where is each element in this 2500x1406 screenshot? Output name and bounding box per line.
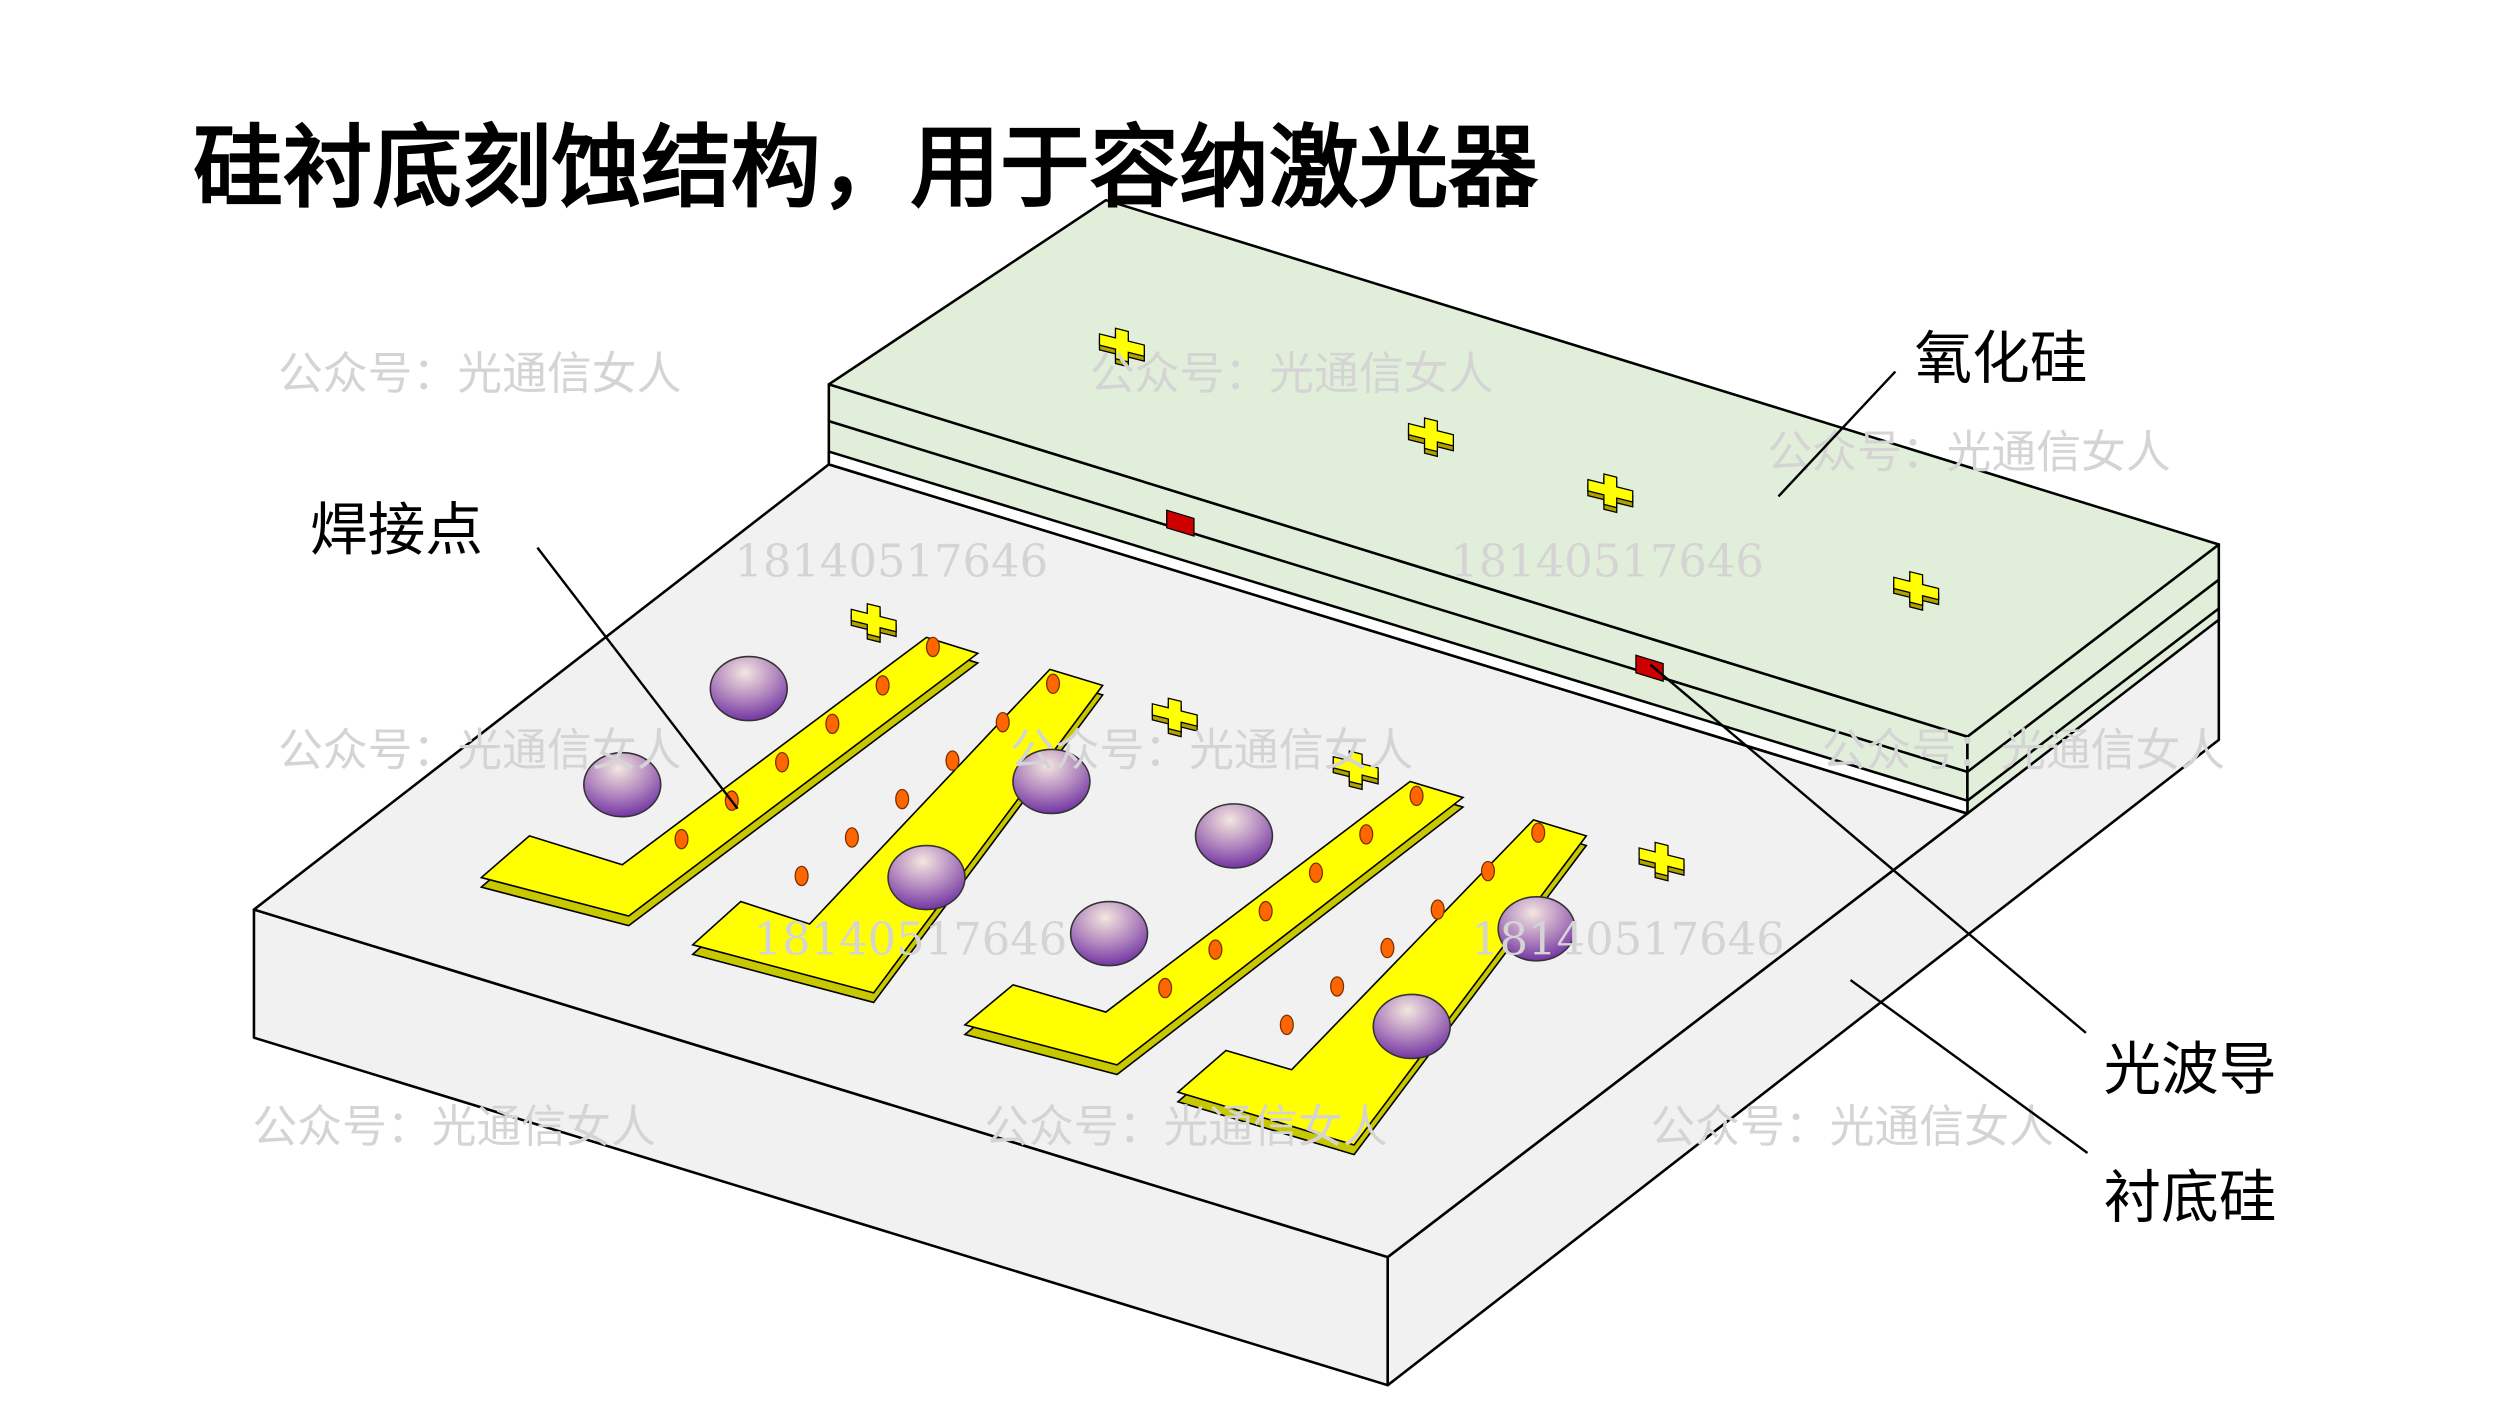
- solder-dot: [844, 827, 859, 848]
- solder-ball: [1194, 803, 1274, 869]
- solder-dot: [895, 788, 910, 810]
- solder-dot: [1279, 1014, 1294, 1036]
- solder-ball: [1372, 993, 1451, 1060]
- solder-dot: [945, 750, 960, 771]
- watermark: 公众号：光通信女人: [1650, 1100, 2053, 1153]
- solder-dot: [775, 752, 790, 773]
- solder-dot: [995, 711, 1010, 733]
- oxide-top-face: [827, 198, 2221, 738]
- watermark: 公众号：光通信女人: [1010, 723, 1413, 776]
- label-waveguide: 光波导: [2104, 1035, 2277, 1103]
- solder-dot: [674, 828, 689, 850]
- bond-pad: [963, 780, 1465, 1066]
- watermark: 18140517646: [1450, 534, 1764, 587]
- watermark: 公众号：光通信女人: [1090, 347, 1493, 400]
- watermark: 公众号：光通信女人: [1822, 723, 2225, 776]
- alignment-cross-icon: [1587, 473, 1634, 509]
- leader-waveguide: [1649, 663, 2087, 1034]
- solder-dot: [1158, 977, 1173, 999]
- oxide-block: [827, 198, 2221, 815]
- alignment-cross-icon: [1151, 697, 1198, 733]
- watermark: 公众号：光通信女人: [252, 1100, 655, 1153]
- solder-dot: [794, 865, 809, 887]
- solder-dot: [1430, 899, 1445, 920]
- watermark: 公众号：光通信女人: [278, 347, 681, 400]
- alignment-marks: [850, 327, 1940, 882]
- solder-dots: [674, 636, 1546, 1036]
- watermark: 公众号：光通信女人: [1767, 426, 2170, 479]
- alignment-cross-icon: [1893, 570, 1940, 607]
- solder-dot: [1380, 937, 1395, 959]
- page-title: 硅衬底刻蚀结构，用于容纳激光器: [193, 117, 1539, 221]
- solder-dot: [1208, 939, 1223, 960]
- watermark: 公众号：光通信女人: [278, 723, 681, 776]
- alignment-cross-icon: [1098, 327, 1145, 363]
- solder-balls: [583, 655, 1576, 1060]
- watermark: 公众号：光通信女人: [984, 1100, 1387, 1153]
- watermark: 18140517646: [754, 912, 1068, 965]
- solder-ball: [709, 655, 789, 722]
- watermark: 18140517646: [1471, 912, 1785, 965]
- solder-dot: [1480, 860, 1496, 882]
- waveguide-end-1: [1166, 509, 1195, 537]
- label-substrate: 衬底硅: [2104, 1163, 2277, 1231]
- leader-substrate: [1849, 979, 2089, 1154]
- bond-pad: [691, 668, 1104, 994]
- solder-dot: [925, 636, 940, 658]
- solder-dot: [1330, 976, 1345, 997]
- watermark: 18140517646: [734, 534, 1048, 587]
- substrate-block: [252, 463, 2221, 1387]
- solder-ball: [1069, 900, 1149, 967]
- bond-pad: [479, 636, 980, 917]
- solder-dot: [1258, 900, 1273, 922]
- alignment-cross-icon: [1638, 841, 1685, 877]
- solder-ball: [887, 844, 966, 911]
- solder-dot: [1045, 673, 1061, 695]
- leader-solder: [536, 546, 739, 810]
- label-solder: 焊接点: [310, 495, 483, 563]
- solder-dot: [825, 713, 840, 735]
- waveguide-end-2: [1635, 654, 1664, 682]
- label-oxide: 氧化硅: [1915, 324, 2088, 392]
- waveguide-layer: [827, 450, 1969, 815]
- solder-dot: [1308, 862, 1324, 883]
- watermarks: 公众号：光通信女人 公众号：光通信女人 公众号：光通信女人 1814051764…: [252, 347, 2225, 1153]
- leader-oxide: [1777, 370, 1897, 498]
- bond-pads: [479, 636, 1588, 1156]
- solder-dot: [1531, 822, 1546, 843]
- solder-ball: [1497, 895, 1576, 962]
- solder-ball: [1012, 748, 1091, 815]
- solder-dot: [1409, 785, 1424, 807]
- solder-dot: [1359, 824, 1374, 845]
- alignment-cross-icon: [850, 602, 897, 639]
- bond-pad: [1176, 818, 1588, 1146]
- leader-lines: [536, 370, 2089, 1154]
- solder-ball: [583, 751, 662, 818]
- alignment-cross-icon: [1332, 750, 1379, 786]
- alignment-cross-icon: [1407, 417, 1455, 453]
- solder-dot: [875, 675, 890, 696]
